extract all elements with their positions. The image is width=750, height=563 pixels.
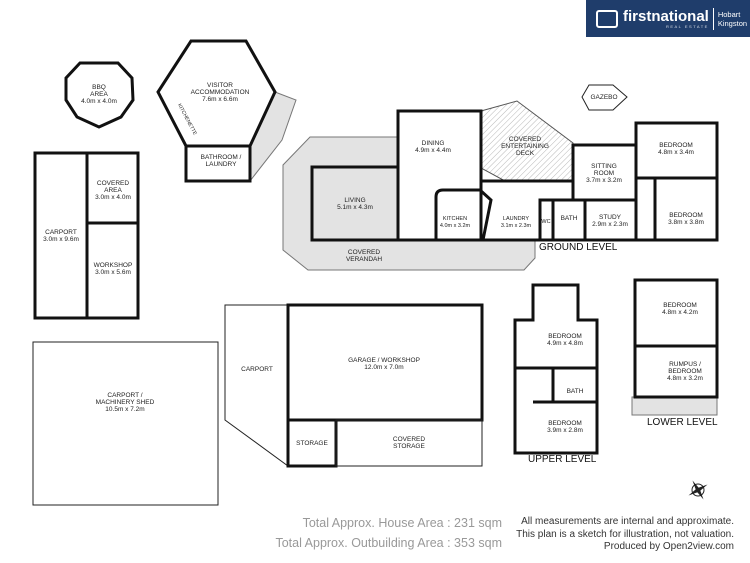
disclaimer-line-2: This plan is a sketch for illustration, …: [516, 528, 734, 540]
outbuilding-area-total: Total Approx. Outbuilding Area : 353 sqm: [275, 536, 502, 550]
verandah-label-2: VERANDAH: [346, 256, 382, 263]
study-label: STUDY: [599, 214, 622, 221]
visitor-label: VISITOR: [207, 82, 233, 89]
bedroom-u1-dims: 4.9m x 4.8m: [547, 340, 583, 347]
bbq-label: BBQ: [92, 84, 106, 91]
upper-level-label: UPPER LEVEL: [528, 454, 597, 465]
lower-level-outline: [633, 278, 719, 399]
gazebo-label: GAZEBO: [590, 94, 617, 101]
kitchen-dims: 4.0m x 3.2m: [440, 223, 471, 229]
disclaimer-line-3: Produced by Open2view.com: [603, 541, 734, 552]
location-hobart: Hobart: [717, 9, 741, 19]
compass-icon: [688, 480, 708, 500]
rumpus-dims: 4.8m x 3.2m: [667, 375, 703, 382]
storage-label: STORAGE: [296, 440, 328, 447]
carport-small-dims: 3.0m x 9.6m: [43, 236, 79, 243]
visitor-bathroom-outline: [184, 144, 252, 183]
deck-label: COVERED: [509, 136, 541, 143]
garage-label: GARAGE / WORKSHOP: [348, 357, 420, 364]
kitchen-laundry-outline: [479, 179, 575, 242]
kitchen-bench: [434, 188, 493, 241]
garage-carport-label: CARPORT: [241, 366, 273, 373]
upper-level-outline: [513, 283, 599, 455]
carport-small-label: CARPORT: [45, 229, 77, 236]
garage-carport-outline: [224, 304, 289, 467]
deck-label-2: ENTERTAINING: [501, 143, 549, 150]
upper-bath-outline: [551, 366, 599, 404]
machinery-label: CARPORT /: [107, 392, 142, 399]
location-kingston: Kingston: [717, 18, 748, 28]
ground-level-label: GROUND LEVEL: [539, 242, 618, 253]
lower-deck: [631, 396, 718, 416]
dining-label: DINING: [422, 140, 445, 147]
rumpus-label: RUMPUS /: [669, 361, 701, 368]
bedroom-g2-label: BEDROOM: [669, 212, 703, 219]
logo-divider: [712, 7, 714, 30]
covered-storage-label-2: STORAGE: [393, 443, 425, 450]
study-dims: 2.9m x 2.3m: [592, 221, 628, 228]
garage-dims: 12.0m x 7.0m: [364, 364, 403, 371]
disclaimer-line-1: All measurements are internal and approx…: [521, 516, 734, 527]
disclaimer: All measurements are internal and approx…: [516, 516, 734, 554]
rumpus-label-2: BEDROOM: [668, 368, 702, 375]
gazebo-outline: [581, 84, 628, 111]
visitor-label-2: ACCOMMODATION: [191, 89, 250, 96]
visitor-dims: 7.6m x 6.6m: [202, 96, 238, 103]
living-dims: 5.1m x 4.3m: [337, 204, 373, 211]
covered-area-label-2: AREA: [104, 187, 122, 194]
brand-name: firstnational: [623, 8, 709, 25]
bedroom-u2-label: BEDROOM: [548, 420, 582, 427]
machinery-dims: 10.5m x 7.2m: [105, 406, 144, 413]
laundry-label: LAUNDRY: [503, 216, 530, 222]
bedroom-g1-dims: 4.8m x 3.4m: [658, 149, 694, 156]
covered-storage-label: COVERED: [393, 436, 425, 443]
covered-area-label: COVERED: [97, 180, 129, 187]
bedroom-g2-dims: 3.8m x 3.8m: [668, 219, 704, 226]
house-area-total: Total Approx. House Area : 231 sqm: [302, 516, 502, 530]
bedroom-l1-label: BEDROOM: [663, 302, 697, 309]
machinery-shed-outline: [32, 341, 219, 506]
dining-dims: 4.9m x 4.4m: [415, 147, 451, 154]
bbq-dims: 4.0m x 4.0m: [81, 98, 117, 105]
stair-hall-outline: [634, 176, 657, 242]
bedroom-u1-label: BEDROOM: [548, 333, 582, 340]
living-label: LIVING: [344, 197, 365, 204]
bedroom-g2-outline: [653, 176, 719, 242]
visitor-bath-label: BATHROOM /: [201, 154, 242, 161]
sitting-dims: 3.7m x 3.2m: [586, 177, 622, 184]
bedroom-u2-dims: 3.9m x 2.8m: [547, 427, 583, 434]
sitting-label: SITTING: [591, 163, 617, 170]
brand-tagline: REAL ESTATE: [665, 24, 709, 29]
deck-label-3: DECK: [516, 150, 535, 157]
bedroom-g1-label: BEDROOM: [659, 142, 693, 149]
covered-storage-outline: [335, 419, 483, 467]
bath-label: BATH: [561, 215, 578, 222]
wc-label: WC: [541, 219, 550, 225]
sitting-label-2: ROOM: [594, 170, 614, 177]
covered-area-dims: 3.0m x 4.0m: [95, 194, 131, 201]
upper-bath-label: BATH: [567, 388, 584, 395]
bbq-area-outline: [64, 61, 135, 129]
workshop-label: WORKSHOP: [94, 262, 133, 269]
kitchen-label: KITCHEN: [443, 216, 467, 222]
verandah-label: COVERED: [348, 249, 380, 256]
lower-level-label: LOWER LEVEL: [647, 417, 718, 428]
bbq-label-2: AREA: [90, 91, 108, 98]
visitor-bath-label-2: LAUNDRY: [206, 161, 238, 168]
bedroom-l1-dims: 4.8m x 4.2m: [662, 309, 698, 316]
dining-outline: [396, 109, 483, 242]
laundry-dims: 3.1m x 2.3m: [501, 223, 532, 229]
workshop-dims: 3.0m x 5.6m: [95, 269, 131, 276]
firstnational-logo-icon: [596, 9, 618, 28]
machinery-label-2: MACHINERY SHED: [96, 399, 155, 406]
